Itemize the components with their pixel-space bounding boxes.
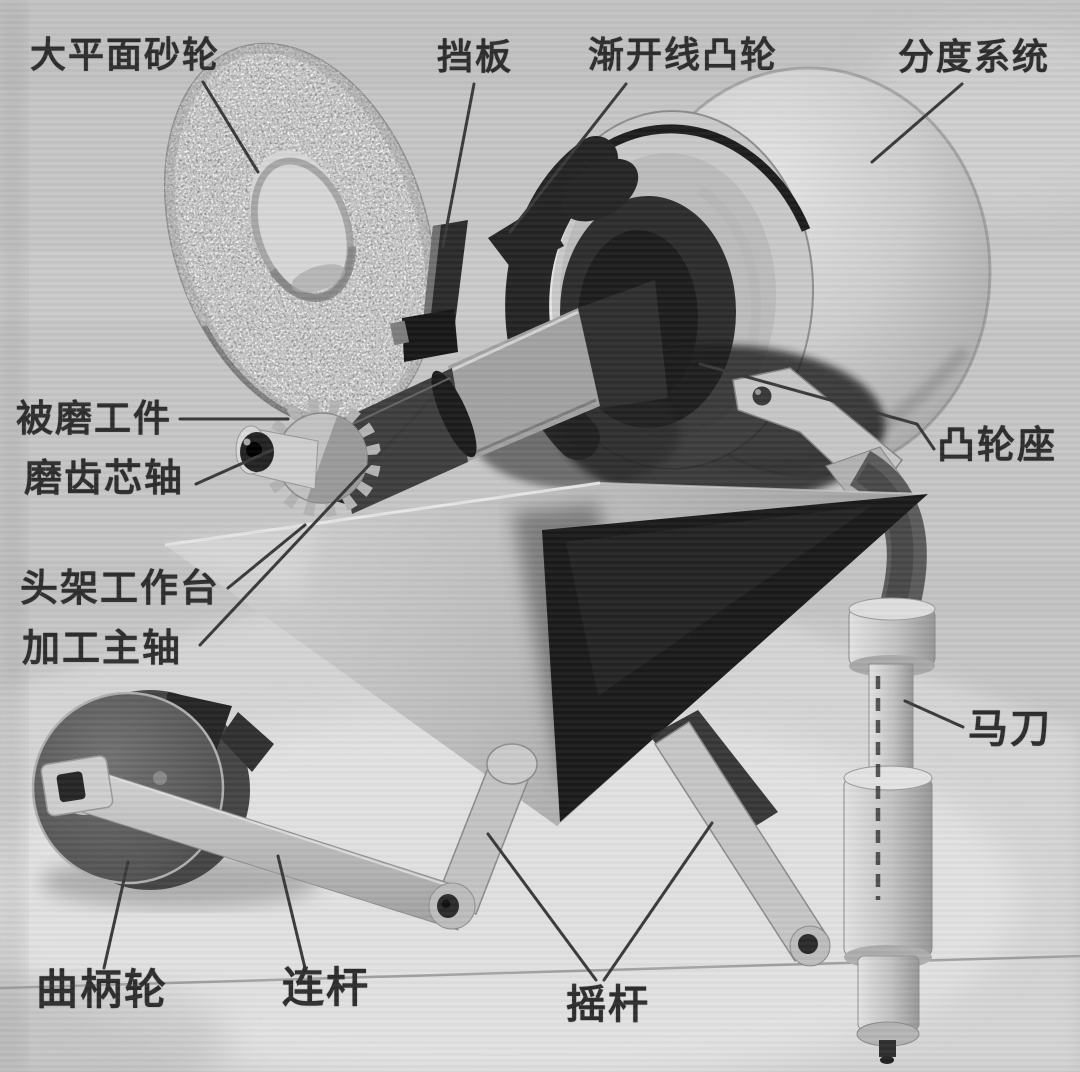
leader-involute-cam	[508, 82, 628, 234]
label-involute-cam: 渐开线凸轮	[588, 34, 779, 75]
leader-cam-seat	[698, 362, 936, 451]
label-machining-spindle: 加工主轴	[22, 628, 183, 670]
leader-rocker-right	[602, 821, 714, 982]
wheel-center-hole	[249, 150, 350, 293]
label-saber: 马刀	[968, 707, 1052, 751]
grinding-wheel-illustration	[163, 42, 437, 428]
leader-saber	[903, 699, 965, 729]
leader-grinding-mandrel	[194, 448, 274, 486]
label-grinding-wheel: 大平面砂轮	[30, 34, 221, 75]
leader-headstock-worktable	[226, 523, 307, 590]
saber-column-illustration	[843, 450, 936, 1064]
leader-crank-wheel	[102, 860, 130, 970]
label-crank-wheel: 曲柄轮	[36, 966, 169, 1013]
label-cam-seat: 凸轮座	[937, 425, 1058, 467]
label-grinding-mandrel: 磨齿芯轴	[24, 458, 185, 500]
rocker-arms-illustration	[435, 710, 831, 967]
gear-teeth	[263, 399, 381, 517]
baffle-illustration	[389, 220, 468, 362]
leader-rocker-left	[486, 832, 598, 982]
label-connecting-rod: 连杆	[282, 964, 371, 1011]
label-rocker: 摇杆	[566, 983, 650, 1027]
leader-machining-spindle	[198, 395, 435, 647]
rear-wedge-illustration	[542, 494, 928, 822]
connecting-rod-illustration	[40, 755, 476, 931]
leader-baffle	[441, 82, 476, 248]
label-headstock-worktable: 头架工作台	[20, 568, 221, 610]
leader-grinding-wheel	[201, 80, 260, 174]
label-indexing-system: 分度系统	[898, 36, 1051, 77]
label-workpiece: 被磨工件	[16, 398, 172, 439]
label-baffle: 挡板	[437, 36, 514, 77]
leader-connecting-rod	[276, 854, 307, 970]
leader-indexing-system	[870, 82, 964, 164]
leader-lines	[102, 80, 965, 982]
spindle-illustration	[318, 280, 668, 514]
